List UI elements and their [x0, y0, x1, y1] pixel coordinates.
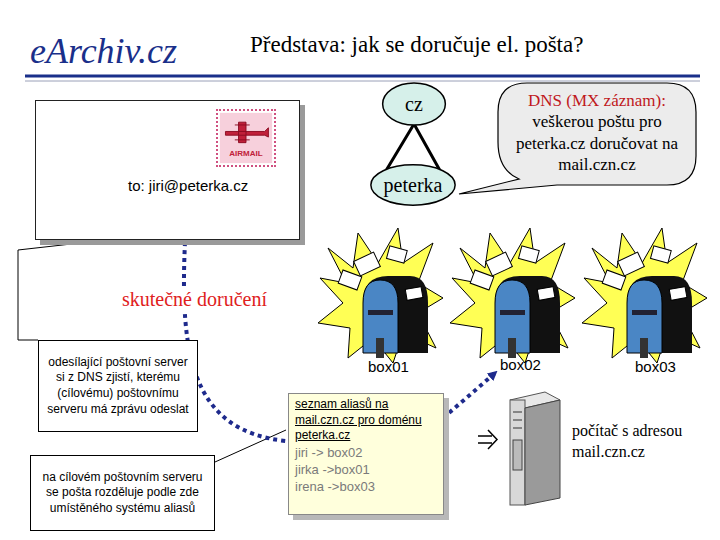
plane-icon — [225, 122, 268, 142]
mailbox-label: box03 — [635, 358, 676, 375]
server-picture — [510, 392, 560, 505]
note-node: na cílovém poštovním serveru se pošta ro… — [30, 455, 215, 531]
node-text: jirka ->box01 — [295, 462, 437, 479]
mailbox-picture — [318, 228, 443, 363]
node-text: DNS (MX záznam): — [511, 90, 683, 111]
oval-node: peterka — [370, 164, 456, 206]
node-text: veškerou poštu pro peterka.cz doručovat … — [511, 111, 683, 175]
logo-text: eArchiv.cz — [30, 30, 177, 72]
stamp-ground — [220, 113, 272, 163]
node-text: AIRMAIL — [220, 149, 272, 158]
node-text: odesílající poštovní server si z DNS zji… — [47, 355, 189, 417]
node-text: peterka — [384, 174, 443, 197]
alias-node: seznam aliasů na mail.czn.cz pro doménu … — [288, 393, 444, 515]
mailbox-label: box01 — [368, 358, 409, 375]
slide-title: Představa: jak se doručuje el. pošta? — [250, 32, 583, 58]
delivery-label: skutečné doručení — [120, 288, 269, 311]
cloud-node: DNS (MX záznam):veškerou poštu pro peter… — [497, 82, 697, 186]
pointer-arrow — [478, 430, 497, 449]
delivery-arrow — [443, 372, 496, 418]
node-text: na cílovém poštovním serveru se pošta ro… — [39, 470, 206, 517]
note-node: odesílající poštovní server si z DNS zji… — [38, 340, 198, 432]
oval-node: cz — [382, 82, 446, 126]
node-text: cz — [405, 93, 423, 116]
mailbox-picture — [450, 228, 575, 363]
envelope-node: to: jiri@peterka.cz AIRMAIL — [35, 100, 300, 240]
node-text: seznam aliasů na mail.czn.cz pro doménu … — [295, 397, 431, 444]
header-rule — [25, 81, 700, 82]
server-label: počítač s adresou mail.czn.cz — [572, 421, 712, 463]
callout-outline — [459, 83, 696, 194]
stamp-node: AIRMAIL — [216, 109, 276, 167]
leader-line — [18, 232, 178, 340]
mailbox-picture — [582, 228, 707, 363]
oval-outline — [371, 165, 455, 205]
node-text: jiri -> box02 — [295, 445, 437, 462]
oval-outline — [383, 83, 446, 125]
header-rule — [25, 75, 700, 78]
connector — [184, 242, 286, 441]
node-text: to: jiri@peterka.cz — [128, 177, 289, 194]
node-text: irena ->box03 — [295, 479, 437, 496]
mailbox-label: box02 — [500, 356, 541, 373]
